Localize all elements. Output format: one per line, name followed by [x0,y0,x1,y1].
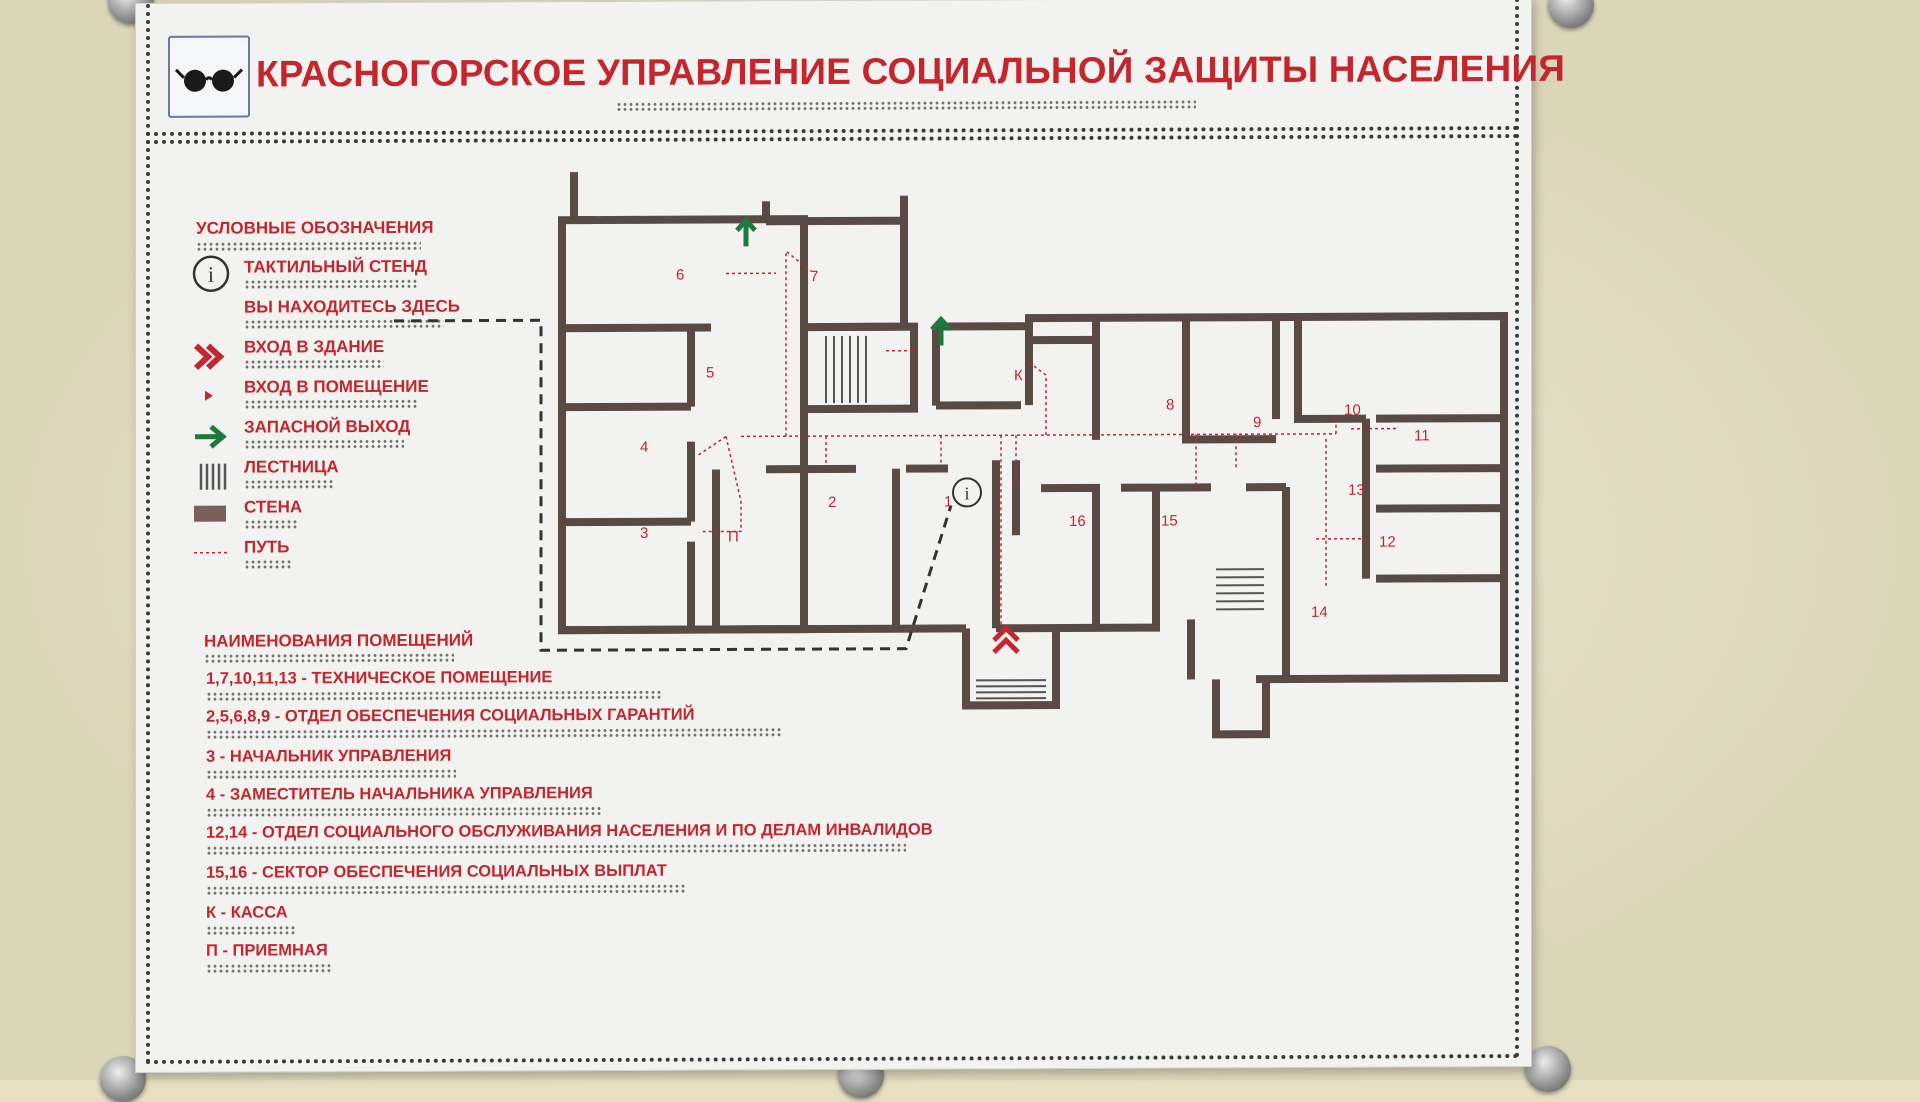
room-label: 15 [1161,512,1178,529]
room-label: 10 [1344,402,1361,419]
room-label-kassa: К [1014,367,1023,384]
room-label: 13 [1348,482,1365,499]
room-label: 16 [1069,513,1086,530]
room-label: 1 [944,493,952,510]
room-label: 14 [1311,604,1328,621]
room-label: 7 [810,268,818,285]
floor-plan: i 1 2 3 4 5 6 7 8 9 10 11 12 13 14 15 16… [136,0,1531,1072]
room-label-priemnaya: П [728,528,739,545]
room-label: 5 [706,365,714,382]
room-label: 2 [828,494,836,511]
room-label: 8 [1166,397,1174,414]
room-label: 4 [640,439,648,456]
room-label: 12 [1379,534,1396,551]
tactile-sign-board: КРАСНОГОРСКОЕ УПРАВЛЕНИЕ СОЦИАЛЬНОЙ ЗАЩИ… [135,0,1532,1073]
room-label: 6 [676,267,684,284]
room-label: 9 [1253,414,1261,431]
room-label: 3 [640,525,648,542]
room-label: 11 [1414,427,1430,444]
svg-text:i: i [964,483,969,503]
